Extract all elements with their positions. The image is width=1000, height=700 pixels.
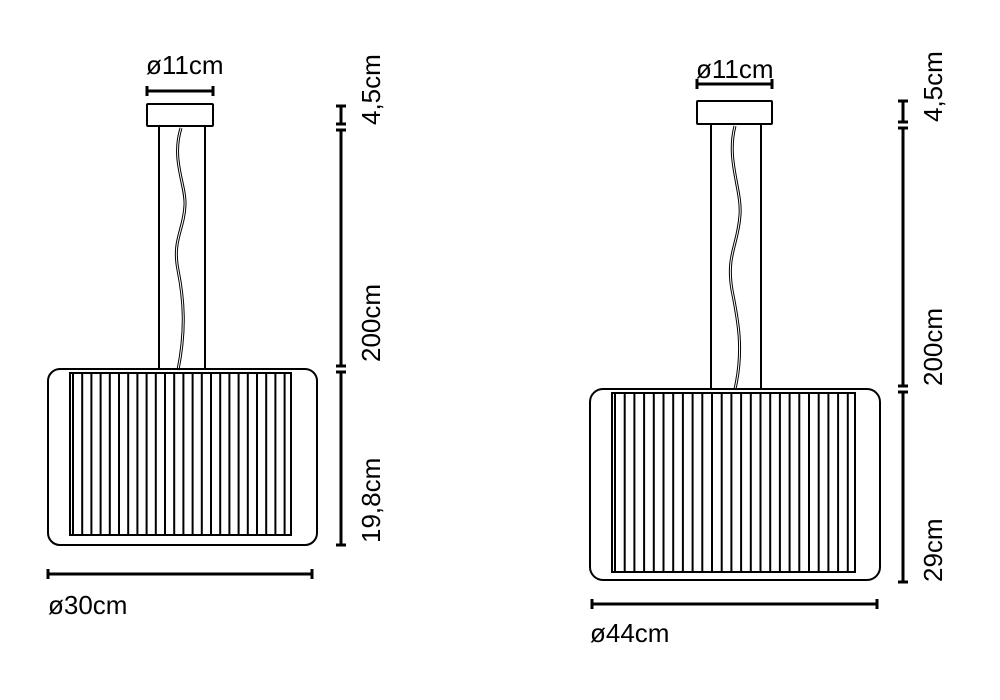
canopy — [146, 103, 214, 127]
shade-inner — [611, 392, 856, 573]
lamp-large — [589, 79, 908, 609]
shade-outer — [47, 368, 318, 546]
label-shade-height: 29cm — [918, 518, 948, 582]
horizontal-dimension-canopy — [695, 79, 774, 89]
label-shade-diameter: ø30cm — [48, 590, 127, 620]
cable — [174, 127, 187, 371]
lamp-small — [46, 86, 346, 579]
horizontal-dimension-shade — [590, 599, 879, 609]
label-canopy-diameter: ø11cm — [146, 50, 224, 80]
label-cable-length: 200cm — [918, 308, 948, 386]
horizontal-dimension-shade — [46, 569, 314, 579]
label-canopy-height: 4,5cm — [356, 54, 386, 125]
label-cable-length: 200cm — [356, 284, 386, 362]
label-canopy-height: 4,5cm — [918, 51, 948, 122]
vertical-dimension-line — [336, 104, 346, 547]
label-shade-height: 19,8cm — [356, 458, 386, 543]
shade-pleats — [72, 373, 286, 535]
canopy — [696, 100, 773, 125]
label-canopy-diameter: ø11cm — [696, 54, 774, 84]
label-shade-diameter: ø44cm — [590, 618, 669, 648]
horizontal-dimension-canopy — [145, 86, 215, 96]
shade-pleats — [614, 393, 849, 572]
shade-outer — [589, 388, 881, 581]
vertical-dimension-line — [898, 99, 908, 584]
shade-inner — [69, 372, 292, 536]
